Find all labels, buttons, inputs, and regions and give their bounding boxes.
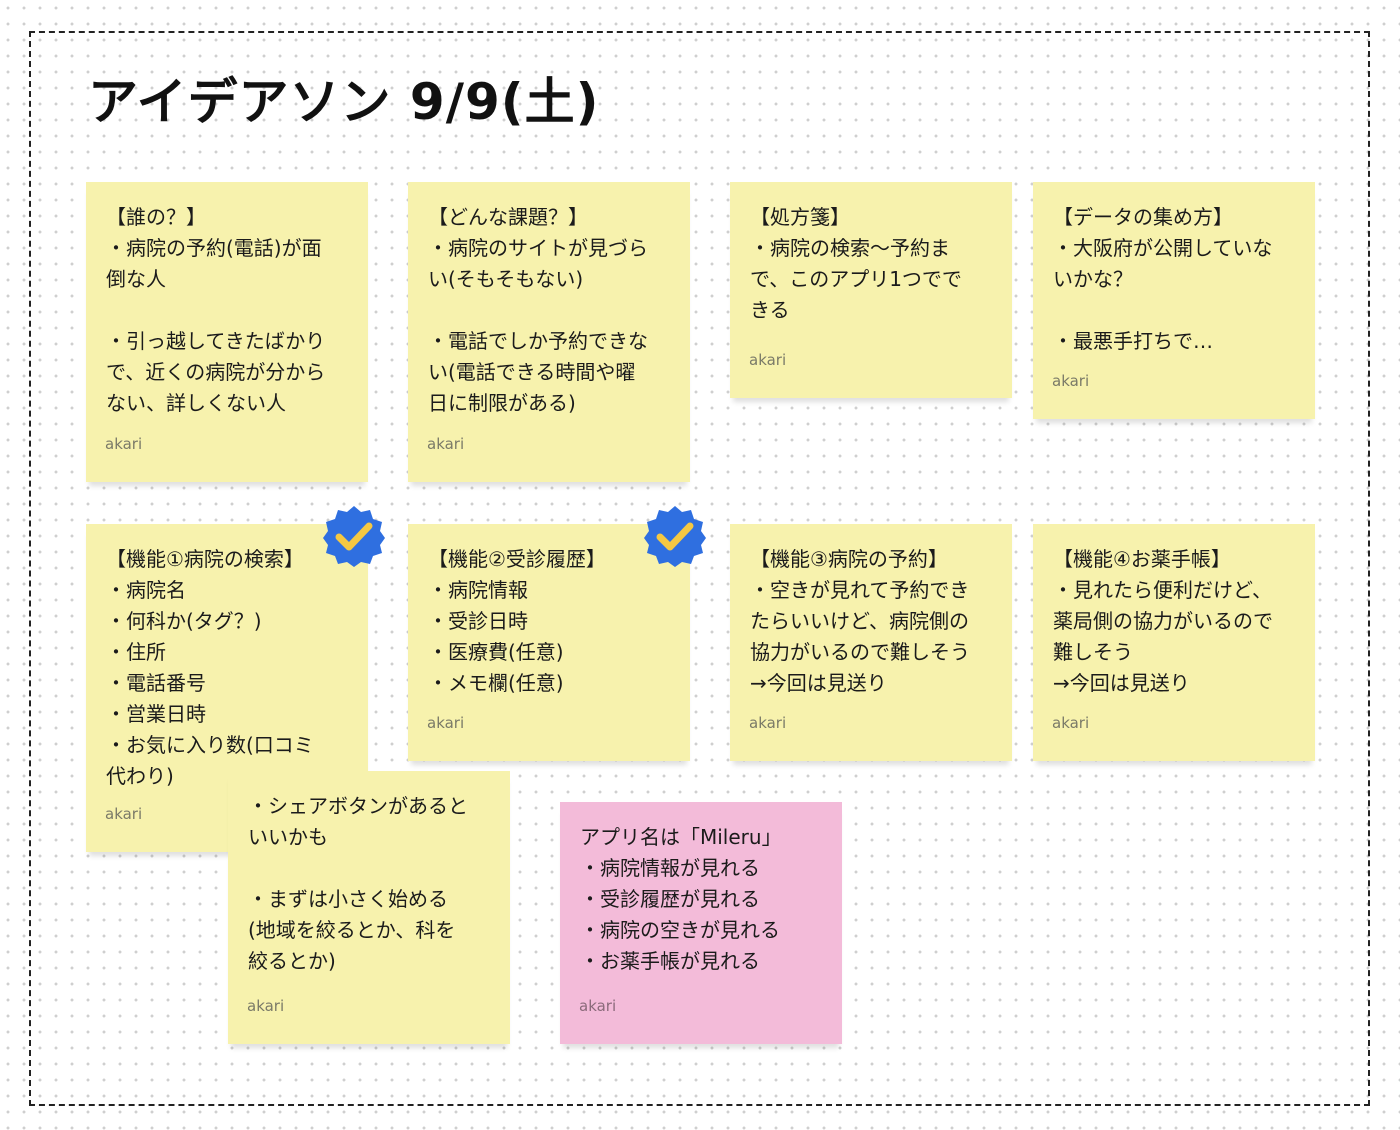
note-author: akari [1052,372,1090,390]
note-text: 【機能③病院の予約】 ・空きが見れて予約でき たらいいけど、病院側の 協力がいる… [750,547,970,695]
sticky-note-problem[interactable]: 【どんな課題？】 ・病院のサイトが見づら い(そもそもない) ・電話でしか予約で… [408,182,690,482]
note-text: ・シェアボタンがあると いいかも ・まずは小さく始める (地域を絞るとか、科を … [248,794,468,973]
note-text: 【機能①病院の検索】 ・病院名 ・何科か(タグ？) ・住所 ・電話番号 ・営業日… [106,547,314,788]
note-text: 【データの集め方】 ・大阪府が公開していな いかな？ ・最悪手打ちで… [1053,205,1273,353]
sticky-note-app-name[interactable]: アプリ名は「Mileru」 ・病院情報が見れる ・受診履歴が見れる ・病院の空き… [560,802,842,1044]
sticky-note-who[interactable]: 【誰の？】 ・病院の予約(電話)が面 倒な人 ・引っ越してきたばかり で、近くの… [86,182,368,482]
note-text: 【処方箋】 ・病院の検索〜予約ま で、このアプリ1つでで きる [750,205,962,322]
note-author: akari [427,714,465,732]
sticky-note-feature-history[interactable]: 【機能②受診履歴】 ・病院情報 ・受診日時 ・医療費(任意) ・メモ欄(任意) … [408,524,690,761]
check-badge-icon [644,506,706,567]
note-author: akari [105,435,143,453]
sticky-note-data-collection[interactable]: 【データの集め方】 ・大阪府が公開していな いかな？ ・最悪手打ちで… akar… [1033,182,1315,419]
check-badge-icon [323,506,385,567]
note-author: akari [749,714,787,732]
note-author: akari [1052,714,1090,732]
note-text: 【誰の？】 ・病院の予約(電話)が面 倒な人 ・引っ越してきたばかり で、近くの… [106,205,326,415]
check-badge-icon[interactable] [321,503,387,569]
sticky-note-share-idea[interactable]: ・シェアボタンがあると いいかも ・まずは小さく始める (地域を絞るとか、科を … [228,771,510,1044]
note-author: akari [579,997,617,1015]
note-author: akari [749,351,787,369]
note-author: akari [247,997,285,1015]
sticky-note-feature-medicine-notebook[interactable]: 【機能④お薬手帳】 ・見れたら便利だけど、 薬局側の協力がいるので 難しそう →… [1033,524,1315,761]
sticky-note-feature-reservation[interactable]: 【機能③病院の予約】 ・空きが見れて予約でき たらいいけど、病院側の 協力がいる… [730,524,1012,761]
note-author: akari [427,435,465,453]
note-author: akari [105,805,143,823]
check-badge-icon[interactable] [642,503,708,569]
board-frame[interactable] [29,31,1370,1106]
note-text: 【どんな課題？】 ・病院のサイトが見づら い(そもそもない) ・電話でしか予約で… [428,205,648,415]
board-title[interactable]: アイデアソン 9/9(土) [88,73,600,131]
note-text: 【機能④お薬手帳】 ・見れたら便利だけど、 薬局側の協力がいるので 難しそう →… [1053,547,1273,695]
note-text: 【機能②受診履歴】 ・病院情報 ・受診日時 ・医療費(任意) ・メモ欄(任意) [428,547,606,695]
sticky-note-prescription[interactable]: 【処方箋】 ・病院の検索〜予約ま で、このアプリ1つでで きる akari [730,182,1012,398]
note-text: アプリ名は「Mileru」 ・病院情報が見れる ・受診履歴が見れる ・病院の空き… [580,825,782,973]
